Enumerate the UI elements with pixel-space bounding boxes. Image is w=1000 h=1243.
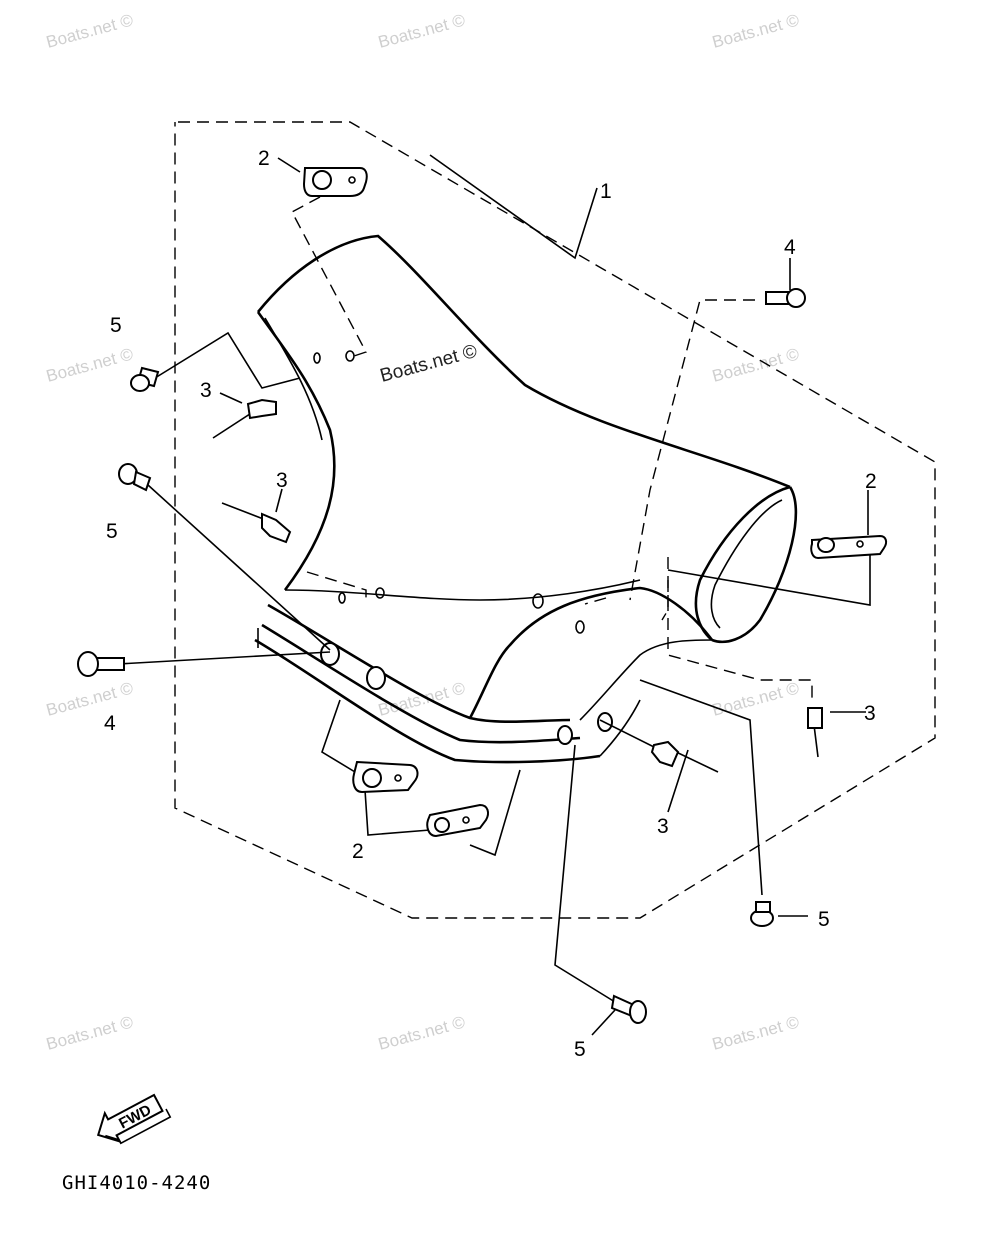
assembly-boundary (174, 121, 936, 919)
solid-leaders (117, 154, 871, 1036)
screw-part-5 (750, 901, 774, 927)
dashed-leaders (291, 196, 813, 700)
watermark-layer: Boats.net © Boats.net © Boats.net © Boat… (44, 10, 801, 1054)
watermark-center: Boats.net © (378, 341, 480, 387)
rivet-part-3 (221, 502, 292, 544)
screws (77, 288, 806, 1024)
rivet-part-3 (807, 707, 823, 758)
bottom-cowling (254, 234, 798, 764)
callout-part-1: 1 (600, 180, 612, 203)
callout-part-3: 3 (864, 702, 876, 725)
bracket-part-2 (810, 534, 888, 560)
bracket-part-2 (302, 167, 368, 197)
watermark: Boats.net © (44, 10, 135, 52)
watermark: Boats.net © (710, 1012, 801, 1054)
screw-part-5 (118, 463, 152, 492)
callout-labels: 1 2 2 2 4 4 5 5 5 5 3 3 3 3 (104, 147, 877, 1061)
screw-part-5 (610, 994, 647, 1024)
rivet-part-3 (212, 398, 277, 439)
screw-part-5 (130, 366, 160, 392)
brackets (302, 167, 888, 838)
watermark: Boats.net © (710, 10, 801, 52)
callout-part-3: 3 (200, 379, 212, 402)
bracket-part-2 (352, 760, 419, 794)
watermark: Boats.net © (376, 1012, 467, 1054)
watermark: Boats.net © (710, 344, 801, 386)
screw-part-4 (77, 651, 125, 677)
callout-part-4: 4 (784, 236, 796, 259)
callout-part-5: 5 (110, 314, 122, 337)
forward-direction-arrow: FWD (96, 1093, 172, 1145)
callout-part-2: 2 (352, 840, 364, 863)
screw-part-4 (765, 288, 806, 308)
watermark: Boats.net © (44, 678, 135, 720)
watermark: Boats.net © (710, 678, 801, 720)
callout-part-5: 5 (818, 908, 830, 931)
bracket-part-2 (426, 803, 489, 838)
diagram-code: GHI4010-4240 (62, 1172, 211, 1194)
callout-part-2: 2 (865, 470, 877, 493)
watermark: Boats.net © (376, 10, 467, 52)
callout-part-5: 5 (574, 1038, 586, 1061)
callout-part-2: 2 (258, 147, 270, 170)
rivets (212, 398, 823, 773)
rivet-part-3 (650, 740, 719, 773)
callout-part-4: 4 (104, 712, 116, 735)
callout-part-3: 3 (276, 469, 288, 492)
callout-part-3: 3 (657, 815, 669, 838)
callout-part-5: 5 (106, 520, 118, 543)
watermark: Boats.net © (44, 1012, 135, 1054)
watermark: Boats.net © (376, 678, 467, 720)
watermark: Boats.net © (44, 344, 135, 386)
